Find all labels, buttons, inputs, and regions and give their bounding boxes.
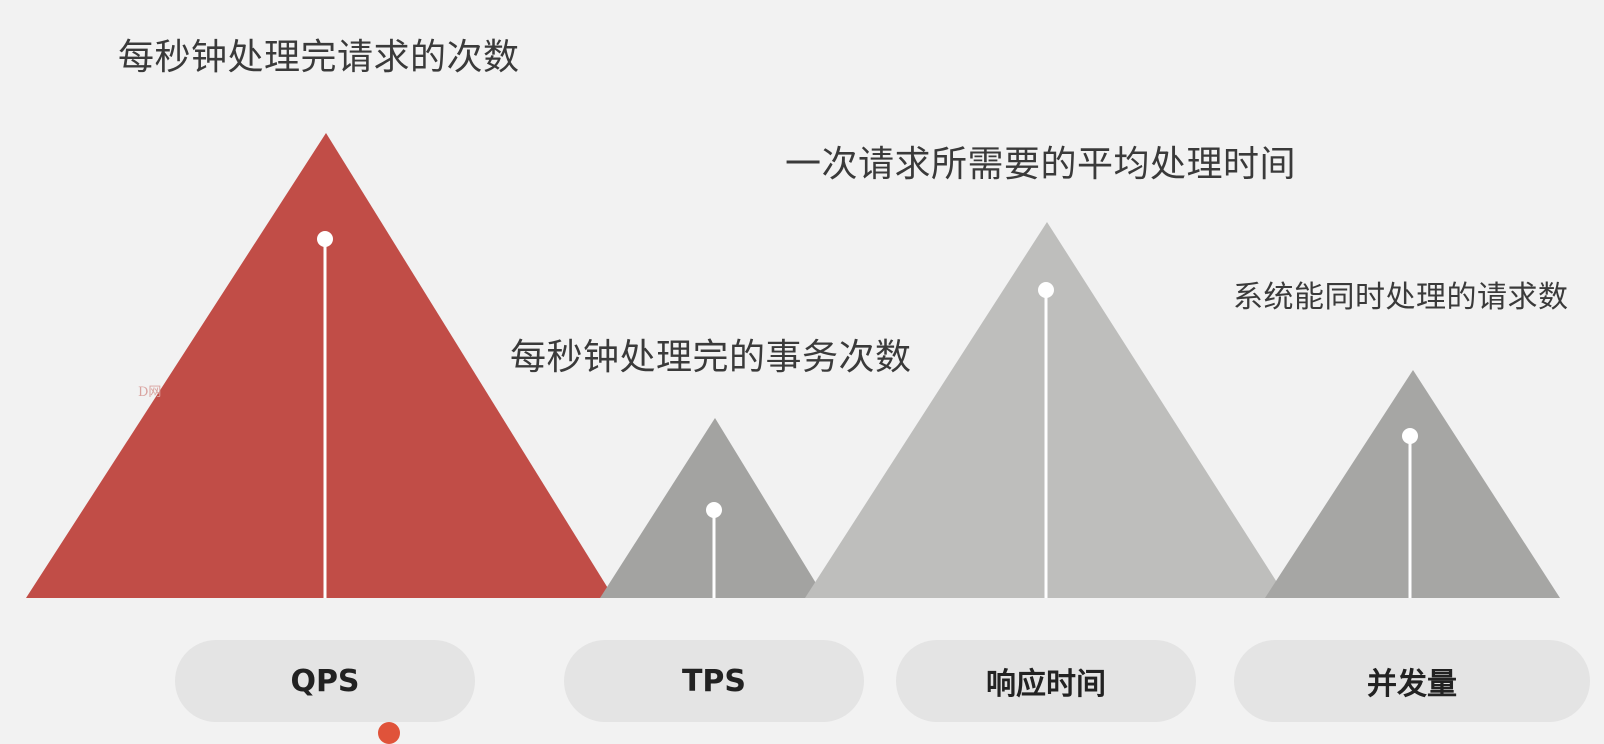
qps-pin [317, 231, 333, 598]
tps-pin [706, 502, 722, 598]
response-time-pin [1038, 282, 1054, 598]
watermark-text: D网 [138, 385, 162, 400]
tps-description: 每秒钟处理完的事务次数 [510, 337, 912, 378]
qps-description: 每秒钟处理完请求的次数 [118, 37, 520, 78]
cursor-dot [378, 722, 400, 744]
concurrency-description: 系统能同时处理的请求数 [1233, 280, 1569, 315]
qps-label: QPS [175, 640, 475, 722]
response-time-description: 一次请求所需要的平均处理时间 [785, 144, 1297, 185]
tps-label: TPS [564, 640, 864, 722]
concurrency-pin [1402, 428, 1418, 598]
response-time-label: 响应时间 [896, 640, 1196, 722]
qps-mountain [26, 133, 614, 598]
concurrency-mountain [1265, 370, 1560, 598]
concurrency-label: 并发量 [1234, 640, 1590, 722]
